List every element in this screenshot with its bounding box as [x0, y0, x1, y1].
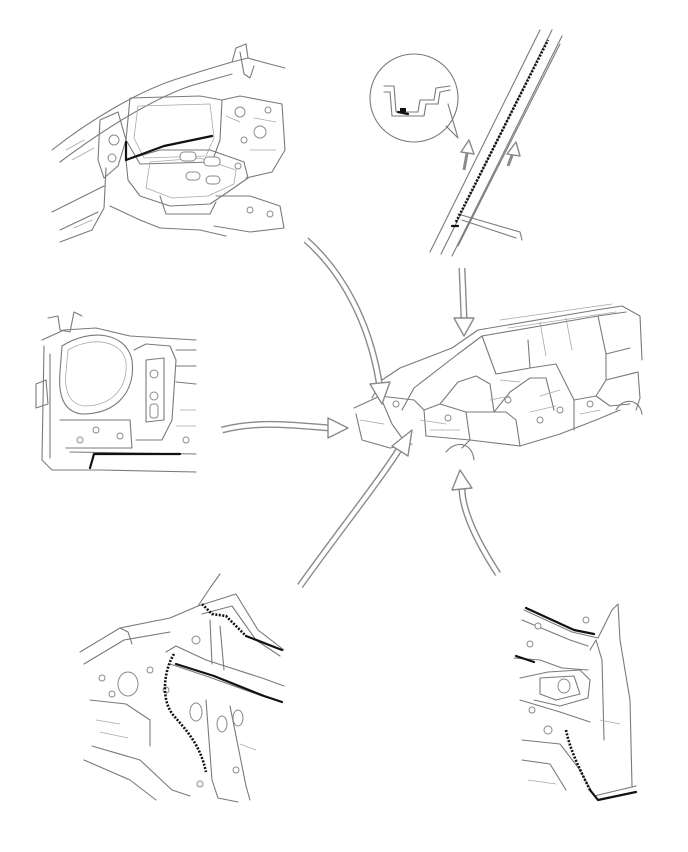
sealer-zigzag-rear-pillar — [564, 729, 592, 791]
sealer-line-upper-left — [124, 134, 214, 162]
sealer-line-rear-pillar-upper — [524, 606, 596, 636]
panel-upper-left — [51, 43, 286, 243]
panel-upper-right — [369, 29, 563, 257]
arrow-upper-left — [303, 237, 391, 405]
sealer-line-cowl — [88, 452, 182, 470]
panel-lower-right — [513, 603, 638, 802]
body-in-white — [353, 303, 643, 461]
arrow-upper-right — [453, 267, 475, 337]
arrow-lower-left — [297, 429, 413, 589]
sealer-line-center-pillar — [174, 662, 284, 704]
panel-lower-left — [79, 573, 285, 803]
arrow-middle-left — [221, 417, 349, 439]
arrow-lower-right — [451, 469, 501, 576]
sealer-zigzag-center-pillar — [163, 653, 208, 773]
sealer-zigzag-roof-rail — [454, 39, 550, 223]
cross-section-callout — [369, 53, 459, 143]
panel-middle-left — [35, 311, 197, 473]
